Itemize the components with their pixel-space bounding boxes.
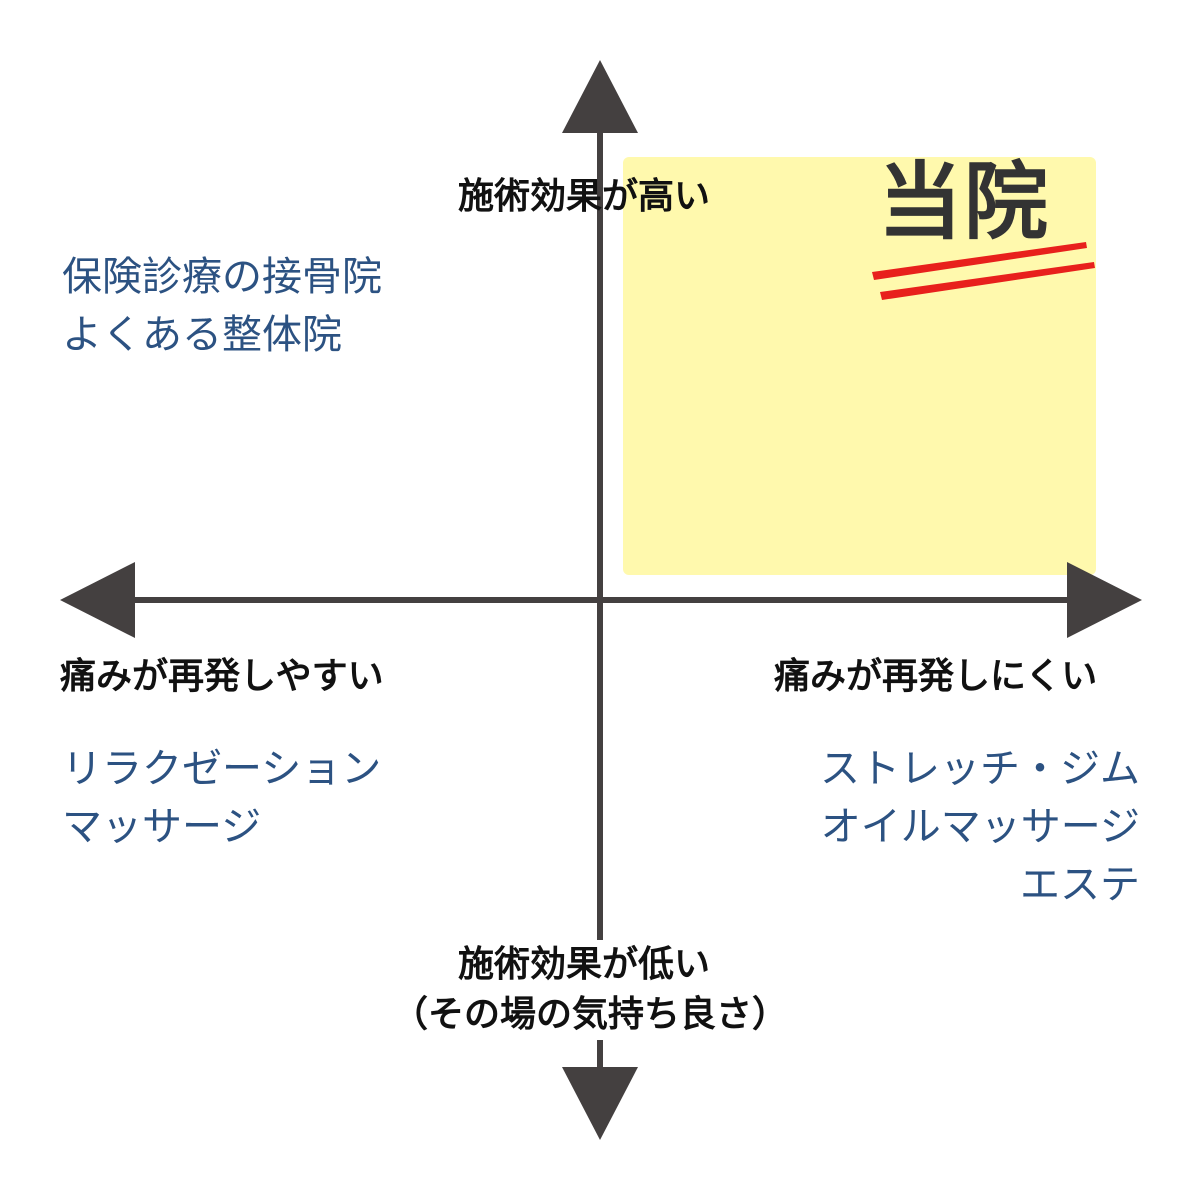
quadrant-bottom-left-line: リラクゼーション [62, 746, 382, 792]
highlight-box-top-right [623, 157, 1096, 575]
axis-label-left: 痛みが再発しやすい [60, 652, 384, 702]
arrow-up-icon [562, 60, 638, 133]
arrow-left-icon [60, 562, 135, 638]
arrow-down-icon [562, 1067, 638, 1140]
axis-label-bottom-line1: 施術効果が低い [458, 940, 711, 990]
quadrant-bottom-right-text: ストレッチ・ジム オイルマッサージ エステ [820, 740, 1140, 914]
quadrant-top-left-text: 保険診療の接骨院 よくある整体院 [62, 248, 382, 364]
quadrant-bottom-right-line: ストレッチ・ジム [820, 746, 1140, 792]
axis-label-right: 痛みが再発しにくい [774, 652, 1098, 702]
quadrant-top-left-line: よくある整体院 [62, 312, 342, 358]
red-underline-stroke-2 [880, 262, 1095, 300]
quadrant-top-left-line: 保険診療の接骨院 [62, 254, 382, 300]
red-underline-stroke-1 [872, 242, 1087, 280]
our-clinic-title: 当院 [878, 153, 1051, 251]
quadrant-bottom-left-text: リラクゼーション マッサージ [62, 740, 381, 856]
arrow-right-icon [1067, 562, 1142, 638]
quadrant-bottom-right-line: エステ [1020, 862, 1140, 908]
axis-label-top: 施術効果が高い [458, 176, 711, 217]
axis-label-bottom-line2: （その場の気持ち良さ） [392, 990, 789, 1040]
quadrant-bottom-left-line: マッサージ [62, 804, 262, 850]
quadrant-bottom-right-line: オイルマッサージ [820, 804, 1140, 850]
